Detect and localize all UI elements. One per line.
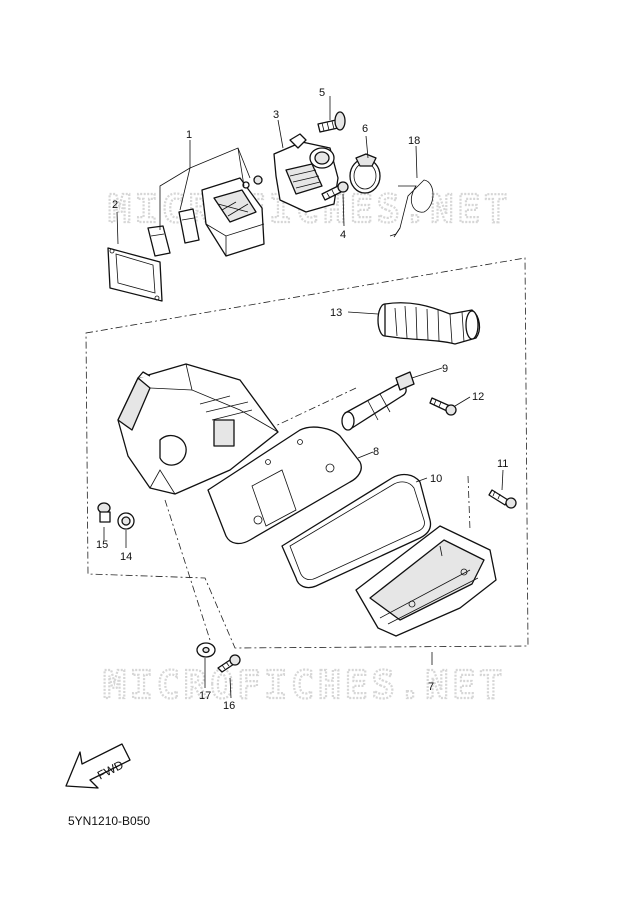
inlet-tube-part [341,371,415,431]
reed-petal [178,208,200,244]
intake-duct-part [377,302,481,345]
grommet-part [117,512,135,530]
screw-part [429,397,457,416]
air-cleaner-case [117,363,279,495]
callout-8: 8 [373,446,379,458]
callout-18: 18 [408,135,420,147]
screw-part [488,489,517,509]
intake-manifold-part [273,133,339,213]
callout-3: 3 [273,109,279,121]
callout-1: 1 [186,129,192,141]
fwd-arrow-icon: FWD [65,743,131,789]
bolt-part [317,111,346,133]
callout-17: 17 [199,690,211,702]
callout-4: 4 [340,229,346,241]
callout-16: 16 [223,700,235,712]
callout-9: 9 [442,363,448,375]
air-cleaner-cover [355,525,497,637]
spring-clip-part [389,179,434,238]
reed-valve-assembly [201,175,265,257]
assembly-boundary [85,257,529,649]
callout-2: 2 [112,199,118,211]
watermark-bottom: MICROFICHES.NET [103,663,506,707]
callout-14: 14 [120,551,132,563]
reed-petal [147,225,171,257]
leader-lines [103,96,504,699]
callout-7: 7 [428,681,434,693]
assembly-dash-line [467,475,471,531]
bolt-part [321,181,349,201]
callout-6: 6 [362,123,368,135]
filter-element-part [207,426,362,545]
assembly-dash-line [164,499,211,641]
callout-15: 15 [96,539,108,551]
diagram-code: 5YN1210-B050 [68,814,151,828]
gasket-part [107,247,163,302]
callout-5: 5 [319,87,325,99]
hose-clamp-part [349,153,381,194]
bolt-part [97,502,111,523]
callout-11: 11 [497,458,508,470]
callout-10: 10 [430,473,442,485]
cover-gasket-part [281,473,432,589]
washer-part [196,642,216,658]
callout-13: 13 [330,307,342,319]
screw-part [217,654,241,673]
callout-12: 12 [472,391,484,403]
